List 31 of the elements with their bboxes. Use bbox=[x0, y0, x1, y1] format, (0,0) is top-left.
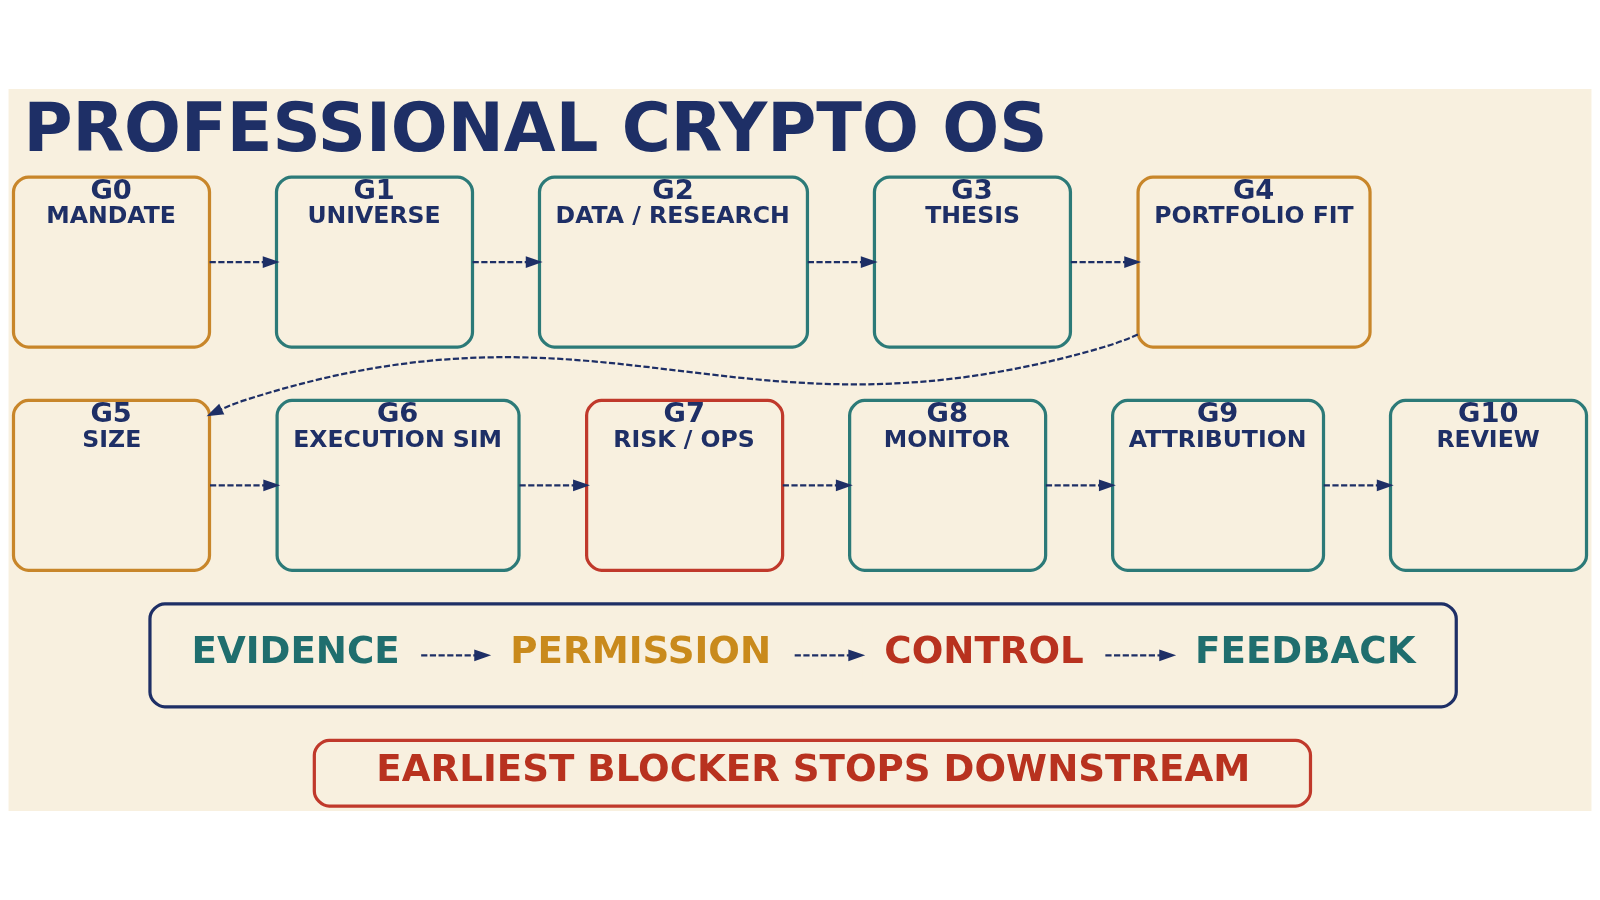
node-box: G9 ATTRIBUTION bbox=[1111, 398, 1326, 572]
node-box: G7 RISK / OPS bbox=[585, 398, 785, 572]
node-box: G10 REVIEW bbox=[1388, 398, 1589, 572]
node-text: FEEDBACK bbox=[1195, 628, 1416, 673]
node-box: G4 PORTFOLIO FIT bbox=[1136, 175, 1372, 349]
arrow bbox=[519, 479, 590, 492]
arrow bbox=[421, 649, 492, 662]
arrow bbox=[210, 479, 281, 492]
arrow bbox=[472, 256, 543, 268]
arrow bbox=[794, 649, 866, 662]
arrow bbox=[1105, 649, 1177, 662]
arrow bbox=[206, 333, 1139, 417]
node-box: EARLIEST BLOCKER STOPS DOWNSTREAM bbox=[312, 738, 1313, 808]
diagram-title: PROFESSIONAL CRYPTO OS bbox=[23, 89, 1048, 168]
arrow bbox=[209, 256, 280, 268]
arrow bbox=[807, 256, 878, 268]
node-box: G8 MONITOR bbox=[848, 398, 1048, 572]
arrow bbox=[1045, 479, 1116, 492]
node-box: G0 MANDATE bbox=[11, 175, 212, 349]
node-box: G3 THESIS bbox=[872, 175, 1073, 349]
arrow bbox=[1323, 479, 1394, 492]
node-text: CONTROL bbox=[884, 628, 1084, 673]
node-box: G6 EXECUTION SIM bbox=[275, 398, 521, 572]
node-box: G2 DATA / RESEARCH bbox=[537, 175, 810, 349]
arrow bbox=[1070, 256, 1142, 268]
node-text: PERMISSION bbox=[510, 628, 772, 673]
cluster bbox=[148, 602, 1458, 709]
arrow bbox=[782, 479, 853, 492]
node-box: G5 SIZE bbox=[11, 398, 212, 572]
node-box: G1 UNIVERSE bbox=[274, 175, 475, 349]
node-text: EVIDENCE bbox=[191, 628, 400, 673]
